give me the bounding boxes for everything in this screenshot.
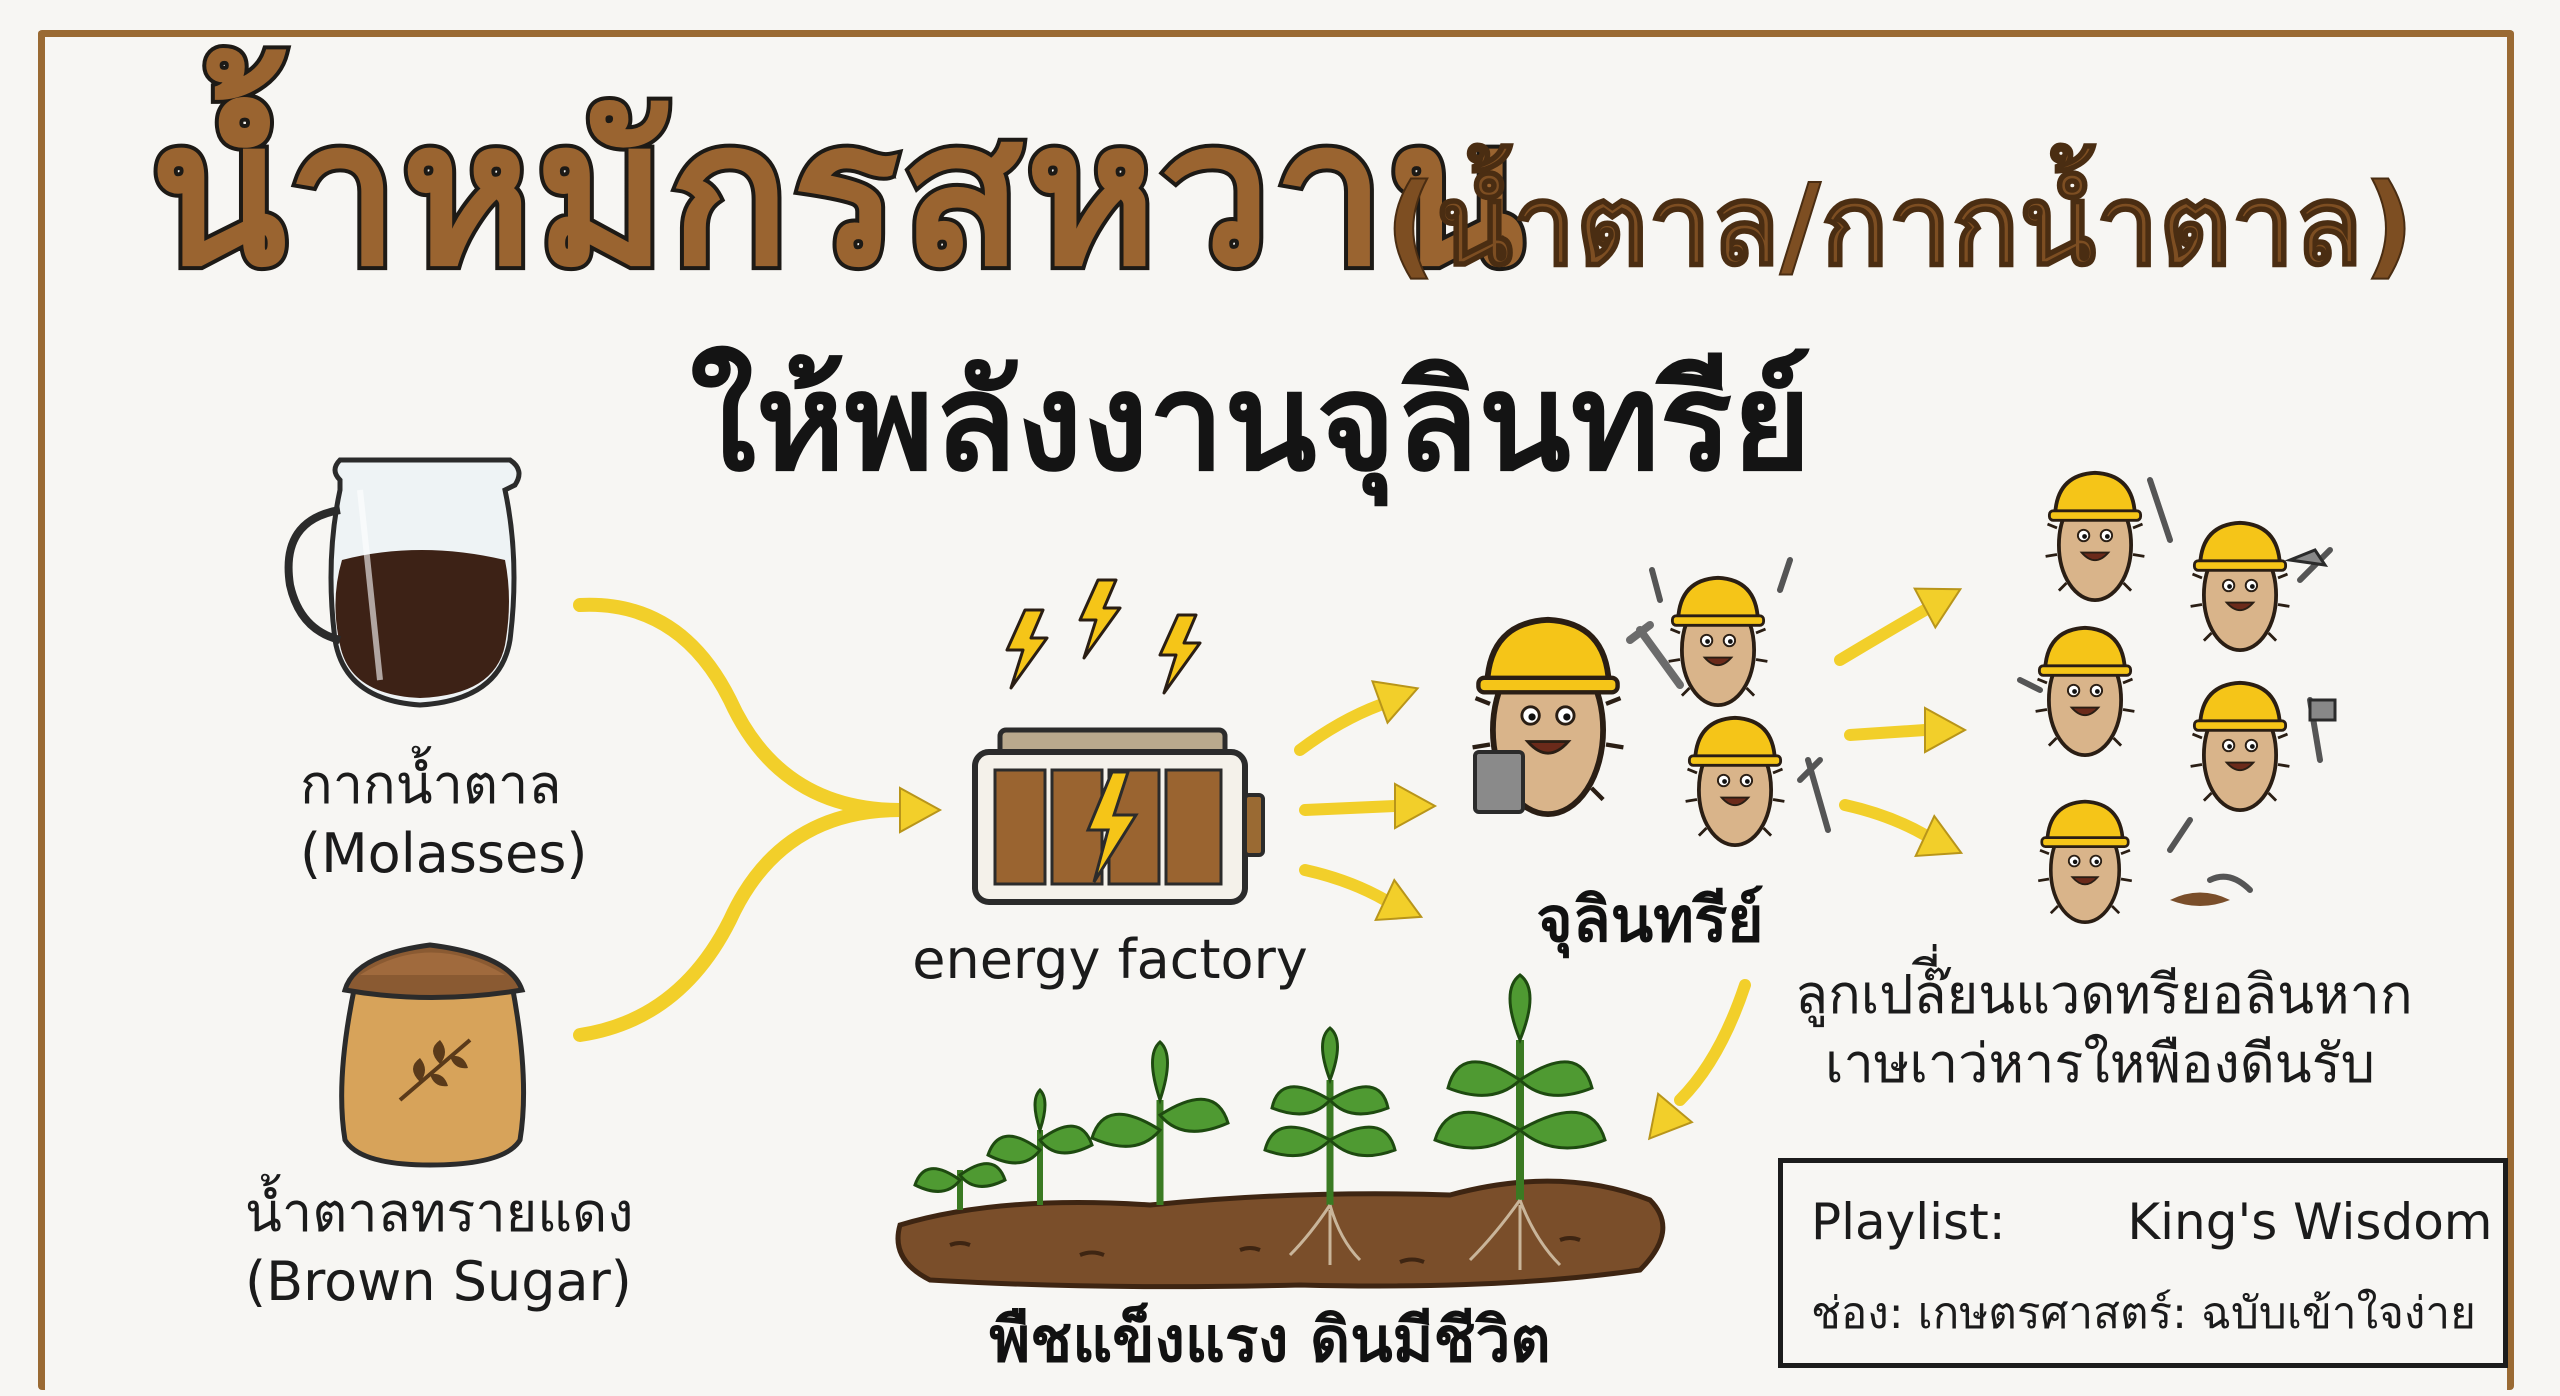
playlist-prefix: Playlist: [1811, 1193, 2006, 1251]
multiplied-microbes [2017, 470, 2337, 925]
factory-arrows [1294, 666, 1436, 938]
molasses-english-label: (Molasses) [300, 822, 588, 886]
seedling-icon [895, 973, 1666, 1290]
brown-sugar-label: น้ำตาลทรายแดง (Brown Sugar) [245, 1178, 634, 1316]
page-subtitle: ให้พลังงานจุลินทรีย์ [690, 344, 1812, 501]
playlist-box[interactable]: Playlist: King's Wisdom ช่อง: เกษตรศาสตร… [1778, 1158, 2508, 1368]
pitcher-icon [284, 457, 522, 708]
molasses-label: กากน้ำตาล (Molasses) [300, 750, 588, 888]
multiply-caption-line2: เาษเาว่หารใหพืองดีนรับ [1824, 1032, 2376, 1096]
factory-label: energy factory [912, 928, 1308, 991]
page-title-parenthetical: (น้ำตาล/กากน้ำตาล) [1384, 161, 2415, 291]
multiply-caption-line1: ลูกเปล๊ี่ยนแวดทรียอลินหาก [1795, 963, 2413, 1026]
page-title: น้ำหมักรสหวาน [146, 78, 1528, 311]
battery-icon [972, 727, 1265, 905]
multiply-arrows [1834, 568, 1972, 874]
channel-row: ช่อง: เกษตรศาสตร์: ฉบับเข้าใจง่าย [1811, 1288, 2476, 1339]
playlist-name: King's Wisdom [2127, 1193, 2493, 1251]
microbe-label: จุลินทรีย์ [1536, 883, 1764, 956]
playlist-row: Playlist: King's Wisdom [1811, 1193, 2493, 1251]
result-arrow [1631, 979, 1751, 1154]
input-arrows [573, 597, 941, 1042]
lightning-icon [1005, 578, 1202, 695]
brown-sugar-thai-label: น้ำตาลทรายแดง [245, 1181, 634, 1244]
multiply-caption: ลูกเปล๊ี่ยนแวดทรียอลินหาก เาษเาว่หารใหพื… [1795, 960, 2413, 1098]
microbe-worker-icon [1473, 557, 1831, 847]
molasses-thai-label: กากน้ำตาล [300, 753, 562, 816]
sugar-sack-icon [339, 942, 527, 1168]
result-label: พืชแข็งแรง ดินมีชีวิต [989, 1303, 1551, 1376]
page-frame [38, 30, 2514, 1390]
brown-sugar-english-label: (Brown Sugar) [245, 1250, 632, 1314]
